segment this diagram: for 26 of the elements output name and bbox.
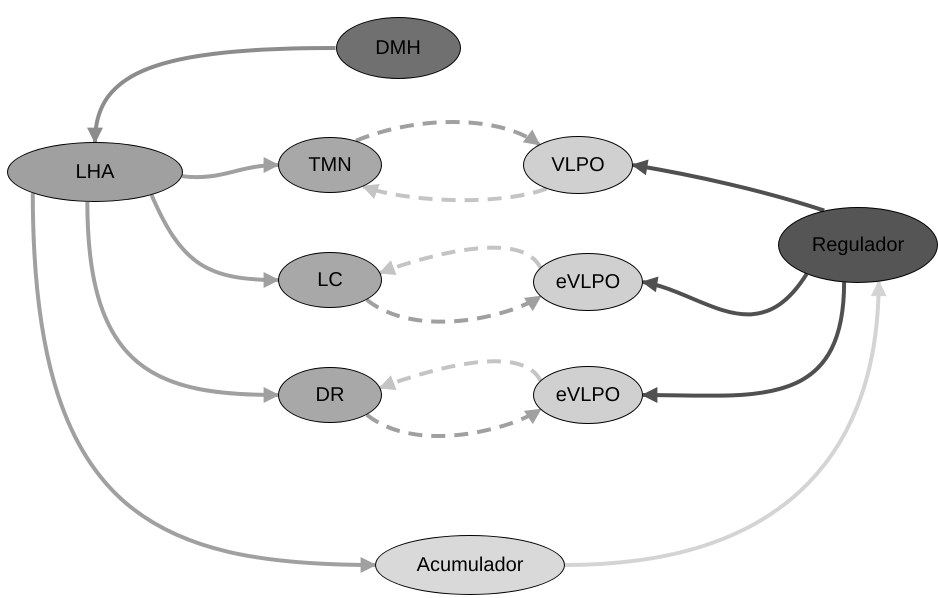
ellipse-node bbox=[523, 136, 633, 194]
arrow bbox=[378, 359, 542, 390]
arrow bbox=[366, 408, 542, 438]
arrow bbox=[564, 280, 886, 567]
arrow bbox=[150, 194, 280, 288]
arrow bbox=[378, 246, 542, 276]
arrow bbox=[88, 46, 336, 144]
node-label: TMN bbox=[308, 154, 352, 176]
node-label: Acumulador bbox=[416, 554, 524, 576]
arrow bbox=[355, 120, 540, 146]
arrow bbox=[30, 193, 377, 573]
arrow bbox=[182, 157, 280, 180]
arrow bbox=[631, 160, 825, 212]
node-label: Regulador bbox=[812, 234, 904, 256]
arrow bbox=[362, 183, 548, 202]
arrow bbox=[641, 272, 808, 316]
node-label: DMH bbox=[375, 36, 421, 60]
arrow bbox=[366, 294, 542, 324]
node-label: eVLPO bbox=[556, 270, 620, 294]
node-label: LC bbox=[317, 268, 343, 292]
arrow bbox=[85, 202, 280, 403]
node-label: LHA bbox=[76, 160, 114, 184]
node-label: VLPO bbox=[551, 154, 605, 176]
node-label: eVLPO bbox=[556, 384, 620, 406]
arrow bbox=[641, 282, 846, 404]
node-label: DR bbox=[316, 384, 344, 406]
